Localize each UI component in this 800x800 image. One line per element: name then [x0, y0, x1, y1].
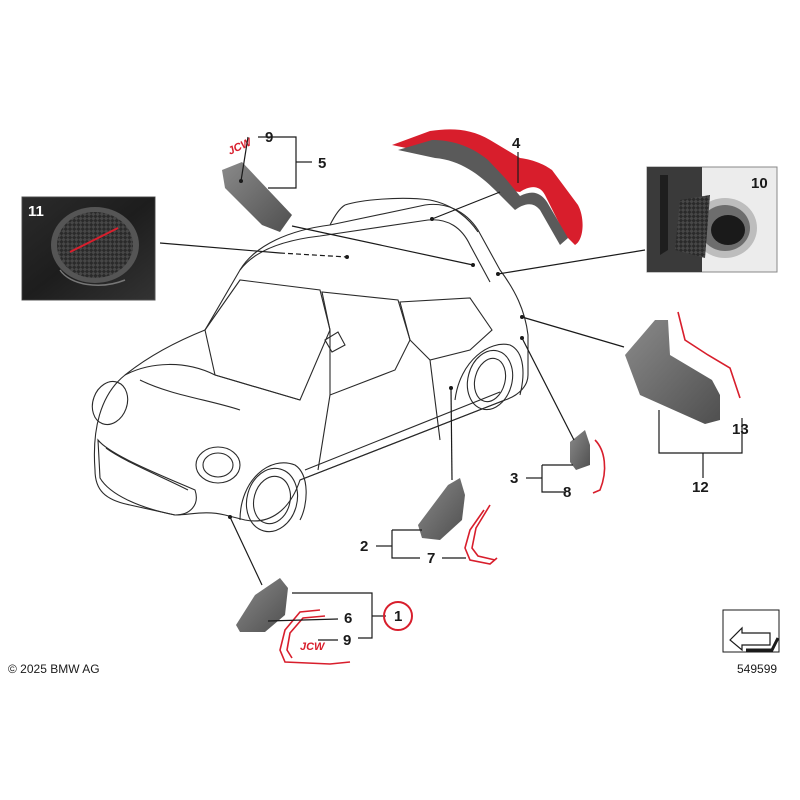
part-side-scuttle: [418, 478, 498, 565]
part-front-fender-trim: JCW: [236, 578, 351, 665]
part-pillar-trim: JCW: [222, 136, 292, 232]
copyright-text: © 2025 BMW AG: [8, 662, 100, 676]
red-strip-6: [279, 609, 351, 665]
inset-fuel-cap: 11: [21, 196, 156, 301]
callout-11[interactable]: 11: [28, 203, 44, 220]
callout-1[interactable]: 1: [394, 608, 402, 625]
callout-9-top[interactable]: 9: [265, 129, 273, 146]
callout-13[interactable]: 13: [732, 421, 749, 438]
callout-7[interactable]: 7: [427, 550, 435, 567]
callout-4[interactable]: 4: [512, 135, 521, 152]
callout-6[interactable]: 6: [344, 610, 352, 627]
callout-3[interactable]: 3: [510, 470, 518, 487]
callout-1-highlight-ring: [383, 601, 413, 631]
diagram-number: 549599: [737, 662, 777, 676]
callout-9-bottom[interactable]: 9: [343, 632, 351, 649]
callout-8[interactable]: 8: [563, 484, 571, 501]
callout-5[interactable]: 5: [318, 155, 326, 172]
direction-arrow-icon: [729, 626, 771, 652]
jcw-badge-bottom: JCW: [300, 641, 326, 653]
leader-lines: [159, 136, 743, 641]
red-strip-8: [592, 439, 606, 494]
callout-10[interactable]: 10: [751, 175, 768, 192]
inset-exhaust-tip: 10: [646, 166, 778, 273]
callout-labels: 9 5 4 13 12 3 8 2 7 6 9 1: [265, 129, 749, 649]
red-strip-7: [464, 509, 498, 565]
diagram-number-box: 549599: [722, 609, 780, 676]
part-side-marker: [570, 430, 606, 494]
callout-12[interactable]: 12: [692, 479, 709, 496]
red-strip-13: [677, 311, 741, 399]
part-rear-trim: [625, 311, 741, 424]
jcw-badge-top: JCW: [226, 136, 255, 158]
car-outline: [91, 197, 529, 533]
callout-2[interactable]: 2: [360, 538, 368, 555]
